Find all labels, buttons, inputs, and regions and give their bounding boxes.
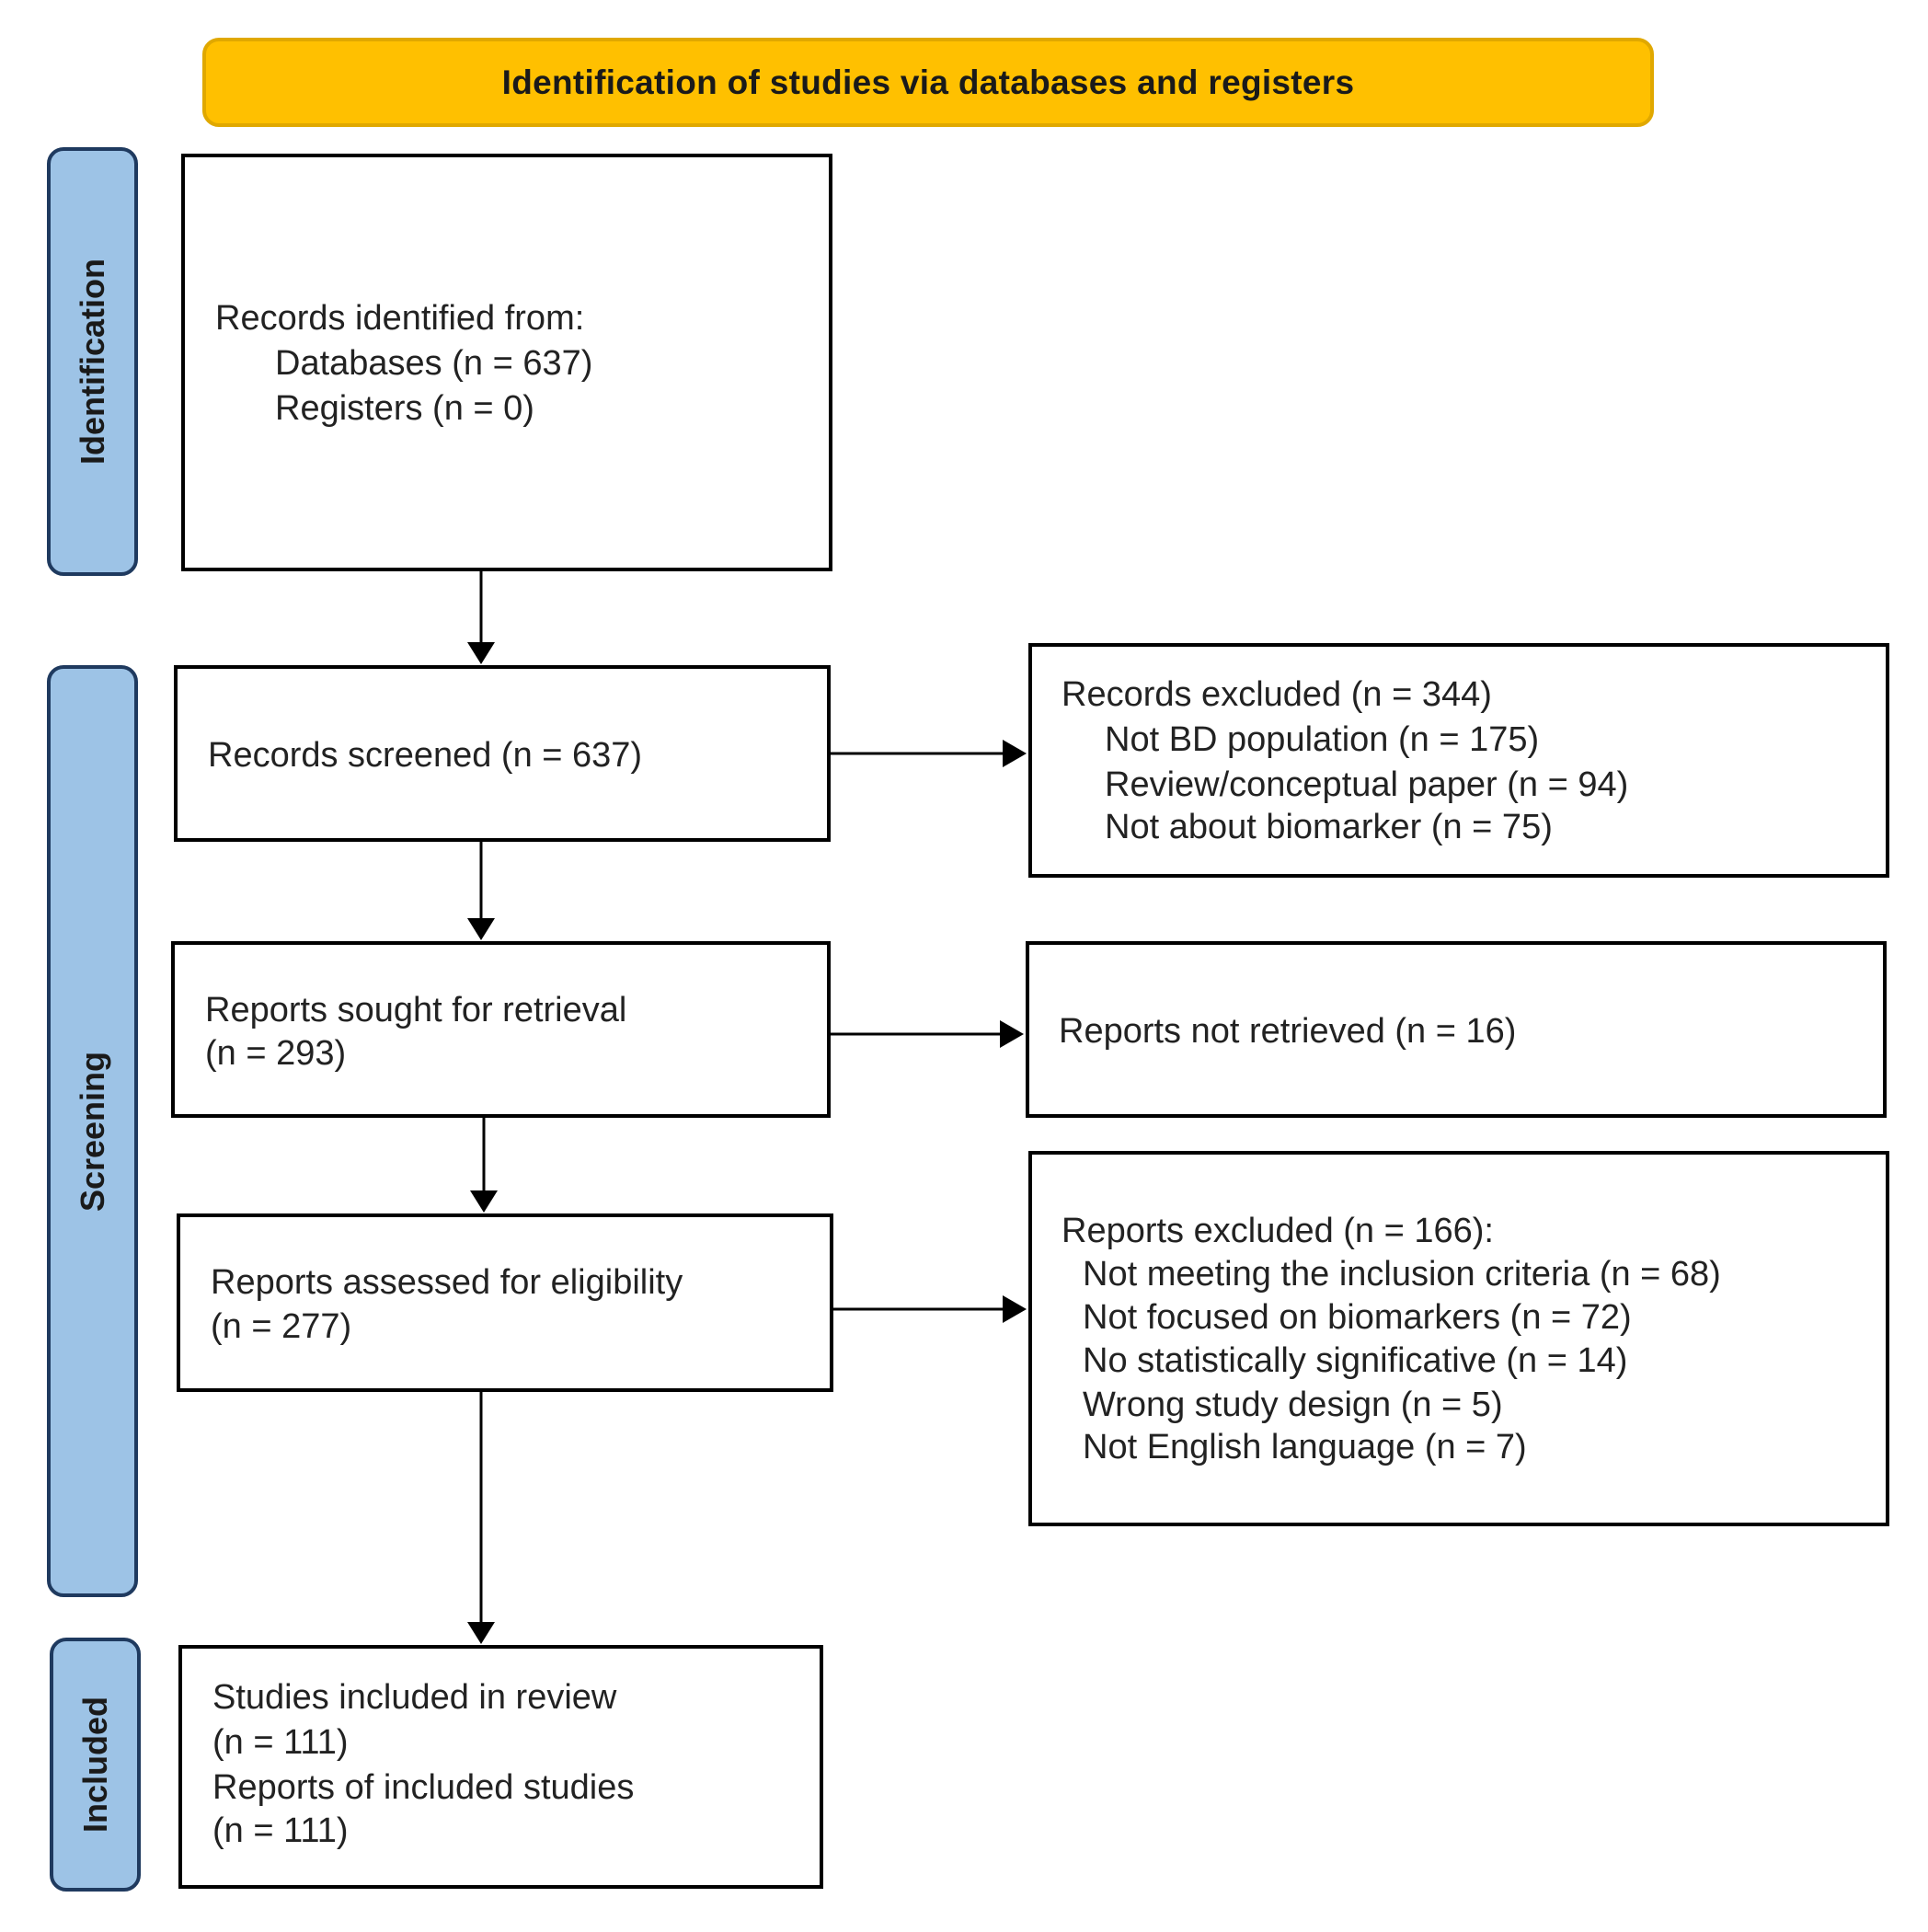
records-identified-databases: Databases (n = 637) — [275, 344, 593, 383]
arrowhead — [1003, 740, 1027, 767]
reports-sought-count: (n = 293) — [205, 1034, 347, 1073]
records-excluded-box — [1028, 643, 1889, 878]
phase-screening: Screening — [47, 665, 138, 1597]
arrowhead — [1000, 1020, 1024, 1048]
reports-sought-box — [171, 941, 831, 1118]
studies-included-box — [178, 1645, 823, 1889]
records-excluded-item: Not about biomarker (n = 75) — [1105, 808, 1553, 846]
records-excluded-title: Records excluded (n = 344) — [1062, 675, 1492, 714]
records-identified-registers: Registers (n = 0) — [275, 389, 534, 428]
arrowhead — [467, 642, 495, 664]
reports-assessed-title: Reports assessed for eligibility — [211, 1263, 683, 1302]
studies-included-count: (n = 111) — [212, 1723, 349, 1762]
reports-excluded-item: Not focused on biomarkers (n = 72) — [1083, 1298, 1632, 1337]
records-identified-box — [181, 154, 832, 571]
reports-not-retrieved-title: Reports not retrieved (n = 16) — [1059, 1012, 1517, 1051]
reports-excluded-item: Wrong study design (n = 5) — [1083, 1386, 1503, 1424]
reports-included-title: Reports of included studies — [212, 1768, 635, 1807]
reports-assessed-count: (n = 277) — [211, 1307, 352, 1346]
records-screened-title: Records screened (n = 637) — [208, 736, 643, 775]
reports-excluded-box — [1028, 1151, 1889, 1526]
records-excluded-item: Review/conceptual paper (n = 94) — [1105, 765, 1629, 804]
studies-included-title: Studies included in review — [212, 1678, 617, 1717]
header-bar: Identification of studies via databases … — [202, 38, 1654, 127]
header-title: Identification of studies via databases … — [501, 63, 1355, 101]
arrowhead — [470, 1190, 498, 1213]
reports-excluded-item: Not English language (n = 7) — [1083, 1428, 1527, 1466]
reports-included-count: (n = 111) — [212, 1811, 349, 1850]
reports-assessed-box — [177, 1213, 833, 1392]
arrowhead — [467, 1622, 495, 1644]
arrowhead — [1003, 1295, 1027, 1323]
reports-excluded-title: Reports excluded (n = 166): — [1062, 1212, 1494, 1250]
reports-not-retrieved-box — [1026, 941, 1887, 1118]
reports-sought-title: Reports sought for retrieval — [205, 991, 627, 1029]
phase-included: Included — [50, 1638, 141, 1892]
phase-identification: Identification — [47, 147, 138, 576]
reports-excluded-item: Not meeting the inclusion criteria (n = … — [1083, 1255, 1721, 1294]
arrowhead — [467, 918, 495, 940]
reports-excluded-item: No statistically significative (n = 14) — [1083, 1341, 1628, 1380]
records-excluded-item: Not BD population (n = 175) — [1105, 720, 1540, 759]
records-identified-title: Records identified from: — [215, 299, 585, 338]
records-screened-box — [174, 665, 831, 842]
